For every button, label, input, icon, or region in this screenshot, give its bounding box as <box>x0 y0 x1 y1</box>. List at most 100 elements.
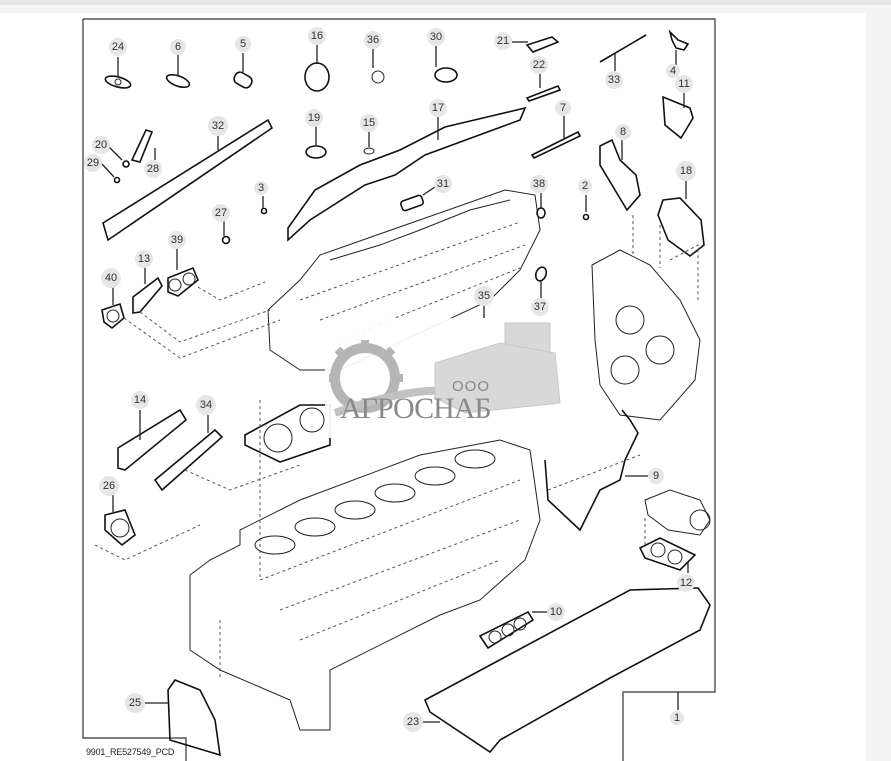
callout-30: 30 <box>427 28 445 46</box>
gasket-9 <box>544 409 650 532</box>
callout-10: 10 <box>547 603 565 621</box>
svg-text:38: 38 <box>533 178 545 190</box>
svg-text:33: 33 <box>608 74 620 86</box>
svg-text:32: 32 <box>212 120 224 132</box>
diagram-frame <box>82 18 716 761</box>
callout-33: 33 <box>605 71 623 89</box>
svg-text:36: 36 <box>367 34 379 46</box>
o-ring-36 <box>371 48 385 84</box>
callout-26: 26 <box>99 476 119 496</box>
callout-25: 25 <box>125 693 145 713</box>
svg-text:6: 6 <box>175 41 181 53</box>
gasket-13 <box>132 266 163 314</box>
callout-9: 9 <box>648 468 664 484</box>
svg-text:10: 10 <box>550 606 562 618</box>
svg-text:25: 25 <box>129 697 141 709</box>
callout-40: 40 <box>101 268 121 288</box>
svg-text:16: 16 <box>311 30 323 42</box>
svg-text:30: 30 <box>430 31 442 43</box>
watermark-logo-icon <box>329 322 561 417</box>
callout-36: 36 <box>364 31 382 49</box>
gasket-8 <box>599 138 641 212</box>
callout-15: 15 <box>360 114 378 132</box>
callout-1: 1 <box>670 711 684 725</box>
svg-text:34: 34 <box>200 399 212 411</box>
svg-text:27: 27 <box>215 207 227 219</box>
callout-39: 39 <box>168 231 186 249</box>
callout-22: 22 <box>530 56 548 74</box>
svg-text:26: 26 <box>103 480 115 492</box>
gasket-40 <box>101 285 125 330</box>
top-bar <box>0 0 891 5</box>
svg-text:11: 11 <box>678 78 689 90</box>
svg-text:5: 5 <box>240 38 246 50</box>
guide-line <box>184 464 301 491</box>
callout-27: 27 <box>212 204 230 222</box>
guide-line <box>94 524 201 561</box>
callout-37: 37 <box>531 298 549 316</box>
guide-line <box>547 454 641 491</box>
callout-8: 8 <box>615 124 631 140</box>
svg-text:9: 9 <box>653 470 659 482</box>
gasket-25 <box>145 679 221 757</box>
callout-23: 23 <box>403 712 423 732</box>
svg-text:15: 15 <box>363 117 375 129</box>
o-ring-2 <box>582 195 590 221</box>
gasket-39 <box>167 248 199 297</box>
callout-28: 28 <box>144 160 162 178</box>
callout-16: 16 <box>308 27 326 45</box>
gasket-4 <box>668 29 690 66</box>
svg-text:21: 21 <box>497 35 509 47</box>
callout-11: 11 <box>675 75 693 93</box>
callout-13: 13 <box>135 250 153 268</box>
gasket-18 <box>657 180 705 258</box>
guide-line <box>197 281 266 301</box>
front-gear-housing <box>591 215 701 421</box>
svg-text:29: 29 <box>87 157 99 169</box>
callout-6: 6 <box>170 39 186 55</box>
gasket-6 <box>165 55 191 89</box>
gasket-5 <box>233 53 253 89</box>
svg-text:8: 8 <box>620 126 626 138</box>
callout-4: 4 <box>666 64 680 78</box>
gasket-22 <box>525 73 562 102</box>
svg-text:7: 7 <box>560 102 566 114</box>
o-ring-16 <box>304 44 330 92</box>
svg-text:39: 39 <box>171 234 183 246</box>
gasket-24 <box>104 57 132 89</box>
o-ring-19 <box>305 126 327 159</box>
o-ring-38 <box>536 193 546 219</box>
gasket-12 <box>638 518 697 573</box>
svg-text:22: 22 <box>533 59 545 71</box>
callout-38: 38 <box>530 175 548 193</box>
svg-text:31: 31 <box>437 178 449 190</box>
callout-29: 29 <box>84 154 102 172</box>
svg-text:24: 24 <box>112 41 124 53</box>
guide-line <box>123 317 281 359</box>
gasket-10 <box>478 610 548 650</box>
o-ring-27 <box>221 220 231 245</box>
callout-32: 32 <box>208 116 228 136</box>
callout-3: 3 <box>254 181 268 195</box>
gasket-32 <box>102 118 274 242</box>
svg-text:13: 13 <box>138 253 150 265</box>
svg-text:12: 12 <box>680 577 692 589</box>
callout-2: 2 <box>578 179 592 193</box>
svg-text:1: 1 <box>674 712 680 724</box>
svg-text:3: 3 <box>258 182 264 194</box>
gasket-7 <box>530 115 582 160</box>
callout-20: 20 <box>92 136 110 154</box>
valve-cover-gasket-17 <box>287 106 527 242</box>
callout-19: 19 <box>305 109 323 127</box>
gasket-11 <box>662 92 694 140</box>
gasket-26 <box>104 495 136 547</box>
callout-14: 14 <box>131 391 149 409</box>
gasket-31 <box>399 184 439 212</box>
svg-text:28: 28 <box>147 163 159 175</box>
svg-text:17: 17 <box>432 102 444 114</box>
callout-35: 35 <box>474 286 494 306</box>
callout-17: 17 <box>429 99 447 117</box>
svg-text:19: 19 <box>308 112 320 124</box>
injector-seal-20-29-28 <box>101 129 156 184</box>
gasket-34 <box>153 415 224 492</box>
